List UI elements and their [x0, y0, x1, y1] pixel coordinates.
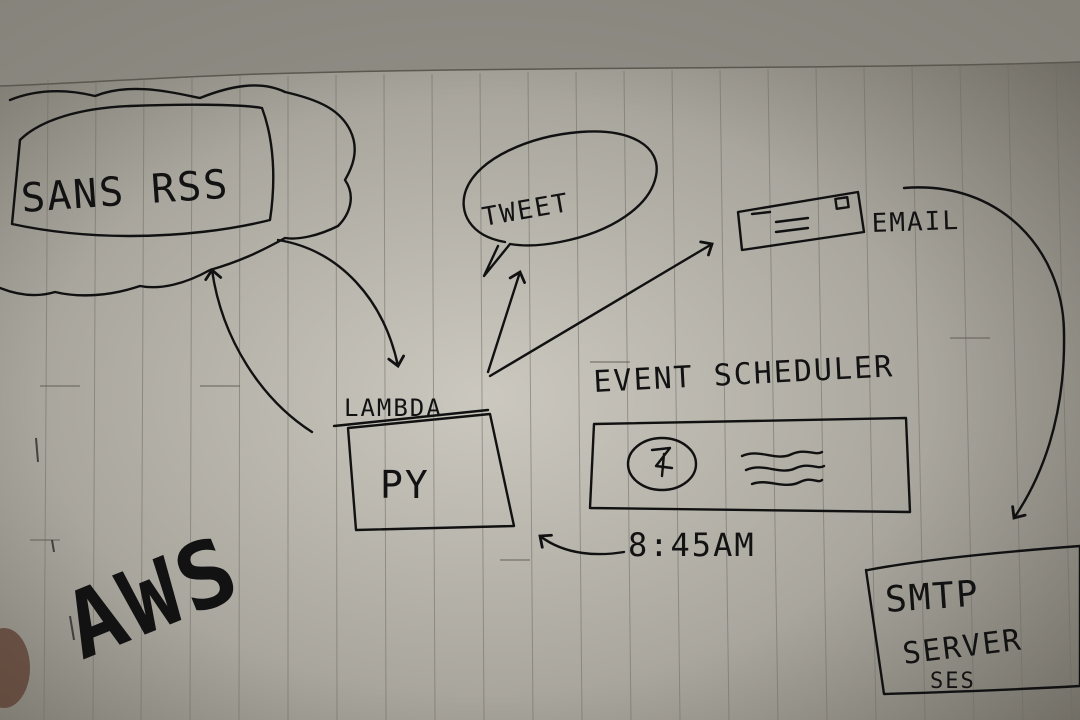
lambda-box-outline	[346, 412, 516, 532]
page-edge	[0, 0, 1080, 86]
scheduler-box-outline	[588, 416, 912, 514]
connectors	[204, 186, 1066, 556]
speech-bubble-outline	[462, 130, 658, 278]
ruled-lines	[43, 63, 1073, 720]
arrow-lambda-to-tweet	[486, 269, 526, 374]
scheduler-wavy-lines	[740, 450, 826, 487]
finger-shadow	[0, 628, 30, 708]
smtp-label: SMTP	[884, 573, 981, 621]
grid-dashes	[30, 337, 990, 561]
lambda-node: LAMBDA PY	[332, 394, 516, 532]
arrow-rss-to-lambda	[276, 238, 406, 369]
arrow-email-to-smtp	[902, 186, 1066, 520]
arrow-scheduler-to-lambda	[538, 533, 626, 556]
arrow-lambda-to-rss	[204, 267, 314, 434]
cloud-inner-frame	[10, 103, 275, 238]
envelope-stamp	[834, 196, 850, 210]
clock-hands	[650, 446, 674, 478]
lambda-code-label: PY	[380, 463, 430, 507]
stray-marks	[35, 437, 75, 641]
envelope-outline	[736, 190, 866, 252]
email-label: EMAIL	[871, 206, 960, 239]
trigger-time-label: 8:45AM	[628, 526, 756, 564]
email-node: EMAIL	[736, 190, 960, 252]
lambda-title: LAMBDA	[344, 394, 443, 422]
cloud-outline	[0, 84, 356, 297]
smtp-box-outline	[864, 544, 1080, 696]
ses-label: SES	[930, 669, 976, 694]
clock-icon	[626, 436, 698, 492]
arrow-lambda-to-email	[488, 240, 714, 378]
